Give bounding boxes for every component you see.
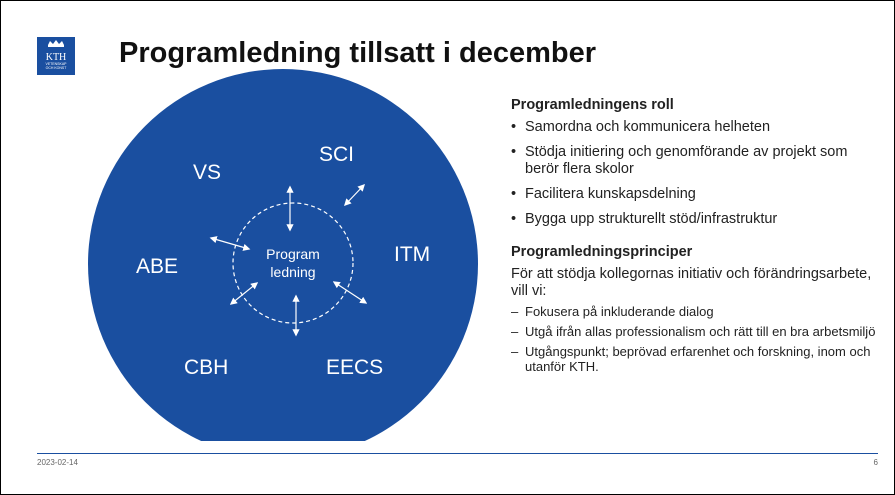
center-label-line1: Program	[266, 246, 320, 262]
arrow-sci	[344, 183, 365, 207]
principle-item: Utgångspunkt; beprövad erfarenhet och fo…	[511, 344, 881, 374]
role-list: Samordna och kommunicera helheten Stödja…	[511, 119, 881, 228]
role-item: Stödja initiering och genomförande av pr…	[511, 144, 881, 178]
center-label-line2: ledning	[270, 264, 315, 280]
arrow-cbh	[229, 282, 259, 305]
footer-divider	[37, 453, 878, 454]
schools-diagram: VS SCI ABE ITM CBH EECS Program ledning	[1, 1, 501, 459]
principle-item: Fokusera på inkluderande dialog	[511, 304, 881, 319]
right-text-panel: Programledningens roll Samordna och komm…	[511, 97, 881, 379]
principles-heading: Programledningsprinciper	[511, 244, 693, 260]
schools-circle	[88, 69, 478, 459]
footer-date: 2023-02-14	[37, 458, 78, 467]
page-number: 6	[873, 458, 878, 467]
principles-intro: För att stödja kollegornas initiativ och…	[511, 266, 872, 299]
kth-logo: KTH VETENSKAP OCH KONST	[37, 37, 75, 75]
school-cbh: CBH	[184, 356, 228, 379]
role-item: Facilitera kunskapsdelning	[511, 186, 881, 203]
role-item: Samordna och kommunicera helheten	[511, 119, 881, 136]
role-heading: Programledningens roll	[511, 97, 674, 113]
logo-subtext-2: OCH KONST	[46, 66, 68, 70]
school-itm: ITM	[394, 243, 430, 266]
principles-list: Fokusera på inkluderande dialog Utgå ifr…	[511, 304, 881, 374]
school-eecs: EECS	[326, 356, 383, 379]
arrow-itm	[332, 281, 368, 304]
role-item: Bygga upp strukturellt stöd/infrastruktu…	[511, 211, 881, 228]
logo-subtext-1: VETENSKAP	[45, 62, 67, 66]
arrow-abe	[209, 236, 251, 251]
logo-text: KTH	[46, 52, 67, 63]
school-sci: SCI	[319, 143, 354, 166]
school-vs: VS	[193, 161, 221, 184]
slide-title: Programledning tillsatt i december	[119, 37, 596, 69]
school-abe: ABE	[136, 255, 178, 278]
principle-item: Utgå ifrån allas professionalism och rät…	[511, 324, 881, 339]
